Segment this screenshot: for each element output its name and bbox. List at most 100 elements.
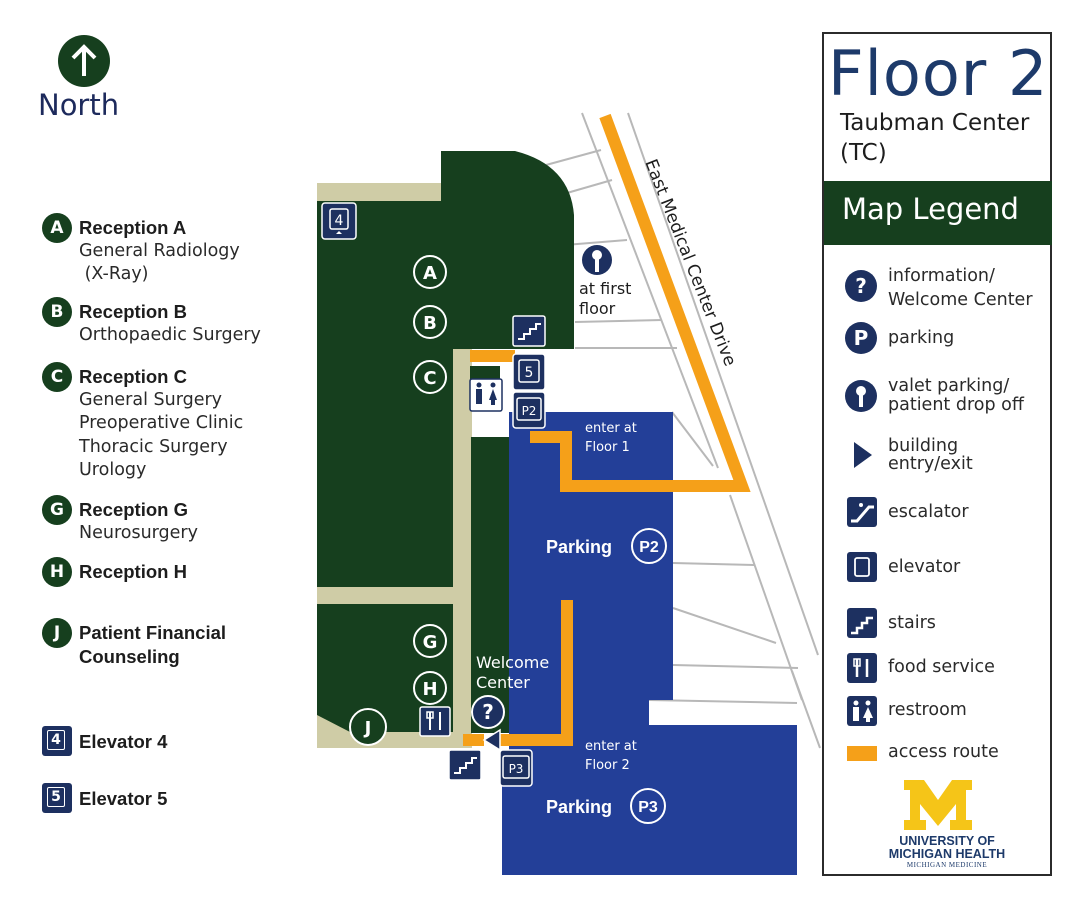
valet-parking-icon	[582, 245, 612, 275]
welcome-line1: Welcome	[476, 653, 549, 672]
enter-p3-line1: enter at	[585, 739, 637, 754]
parking-p2-label: Parking	[546, 537, 612, 557]
reception-j-line: Counseling	[79, 646, 180, 667]
welcome-line2: Center	[476, 673, 530, 692]
reception-b-badge: B	[42, 297, 72, 327]
marker-a: A	[423, 263, 437, 284]
marker-c-ring	[413, 360, 447, 394]
elevator-p2-icon	[512, 391, 546, 429]
legend-escalator-label: escalator	[888, 502, 969, 522]
elevator-4-number-map: 4	[335, 213, 344, 229]
north-arrow-icon	[58, 35, 110, 87]
logo-line1: UNIVERSITY OF	[899, 834, 995, 848]
parking-p3-label: Parking	[546, 797, 612, 817]
reception-c-line: Urology	[79, 460, 147, 480]
information-icon: ?	[845, 270, 877, 302]
stairs-icon	[847, 608, 877, 638]
stairs-icon	[448, 749, 482, 781]
elevator-4-icon	[321, 202, 357, 240]
reception-g-title: Reception G	[79, 499, 188, 520]
elevator-p3-icon	[499, 749, 533, 787]
reception-j-badge: J	[42, 618, 72, 648]
reception-c-badge: C	[42, 362, 72, 392]
reception-b-line: Orthopaedic Surgery	[79, 325, 261, 345]
legend-entry-line1: building	[888, 436, 959, 456]
marker-b: B	[423, 313, 437, 334]
elevator-5-legend-icon: 5	[42, 783, 72, 813]
reception-j-title: Patient Financial	[79, 622, 227, 643]
elevator-4-label: Elevator 4	[79, 731, 168, 752]
logo-subtext: MICHIGAN MEDICINE	[906, 861, 988, 869]
reception-c-line: Preoperative Clinic	[79, 413, 244, 433]
marker-a-ring	[413, 255, 447, 289]
valet-note-line1: at first	[579, 279, 631, 298]
legend-restroom-label: restroom	[888, 700, 967, 720]
reception-g-line: Neurosurgery	[79, 523, 198, 543]
building-line2: (TC)	[840, 140, 887, 166]
marker-h-ring	[413, 671, 447, 705]
parking-p2-ring	[631, 528, 667, 564]
university-of-michigan-logo	[904, 780, 972, 830]
access-route	[463, 113, 751, 746]
building-line1: Taubman Center	[840, 110, 1030, 136]
valet-note-line2: floor	[579, 299, 616, 318]
legend-food-label: food service	[888, 657, 995, 677]
access-route-swatch	[847, 746, 877, 761]
reception-c-title: Reception C	[79, 366, 187, 387]
food-service-icon	[419, 706, 451, 737]
reception-a-badge: A	[42, 213, 72, 243]
enter-p2-line1: enter at	[585, 421, 637, 436]
marker-b-ring	[413, 305, 447, 339]
restroom-icon	[847, 696, 877, 726]
entry-exit-icon	[854, 442, 872, 468]
stairs-icon	[512, 315, 546, 347]
food-service-icon	[847, 653, 877, 683]
building-north-block	[441, 151, 574, 349]
corridor-east-block	[471, 437, 509, 733]
building-entry-arrow-icon	[482, 728, 501, 752]
elevator-5-icon	[512, 353, 546, 391]
elevator-icon	[847, 552, 877, 582]
north-label: North	[38, 88, 120, 122]
escalator-icon	[847, 497, 877, 527]
legend-parking-label: parking	[888, 328, 955, 348]
reception-c-line: Thoracic Surgery	[79, 437, 228, 457]
legend-information-line1: information/	[888, 266, 995, 286]
parking-structure	[502, 412, 797, 875]
reception-h-badge: H	[42, 557, 72, 587]
street-lines	[545, 112, 821, 749]
parking-p3-badge: P3	[638, 799, 658, 816]
elevator-p2-label: P2	[522, 404, 537, 418]
elevator-5-label: Elevator 5	[79, 788, 168, 809]
restroom-icon	[469, 378, 503, 412]
elevator-4-number: 4	[47, 730, 65, 750]
floor-title: Floor 2	[828, 37, 1049, 110]
legend-valet-line1: valet parking/	[888, 376, 1010, 396]
info-symbol: ?	[482, 700, 494, 724]
parking-icon: P	[845, 322, 877, 354]
marker-j: J	[363, 718, 372, 739]
marker-g: G	[423, 632, 438, 653]
legend-elevator-label: elevator	[888, 557, 961, 577]
valet-parking-icon	[845, 380, 877, 412]
information-icon	[471, 695, 505, 729]
elevator-5-number-map: 5	[525, 365, 534, 381]
logo-line2: MICHIGAN HEALTH	[888, 847, 1006, 861]
elevator-4-legend-icon: 4	[42, 726, 72, 756]
reception-h-title: Reception H	[79, 561, 187, 582]
legend-stairs-label: stairs	[888, 613, 936, 633]
reception-c-line: General Surgery	[79, 390, 223, 410]
enter-p3-line2: Floor 2	[585, 758, 630, 773]
logo-text: UNIVERSITY OF MICHIGAN HEALTH	[872, 835, 1022, 861]
reception-b-title: Reception B	[79, 301, 187, 322]
elevator-5-number: 5	[47, 787, 65, 807]
legend-route-label: access route	[888, 742, 999, 762]
reception-a-title: Reception A	[79, 217, 187, 238]
marker-j-ring	[349, 708, 387, 746]
parking-p2-badge: P2	[639, 539, 659, 556]
legend-information-line2: Welcome Center	[888, 290, 1033, 310]
legend-title: Map Legend	[842, 192, 1019, 226]
reception-a-line: General Radiology	[79, 241, 240, 261]
clinic-wing-upper	[317, 201, 453, 587]
